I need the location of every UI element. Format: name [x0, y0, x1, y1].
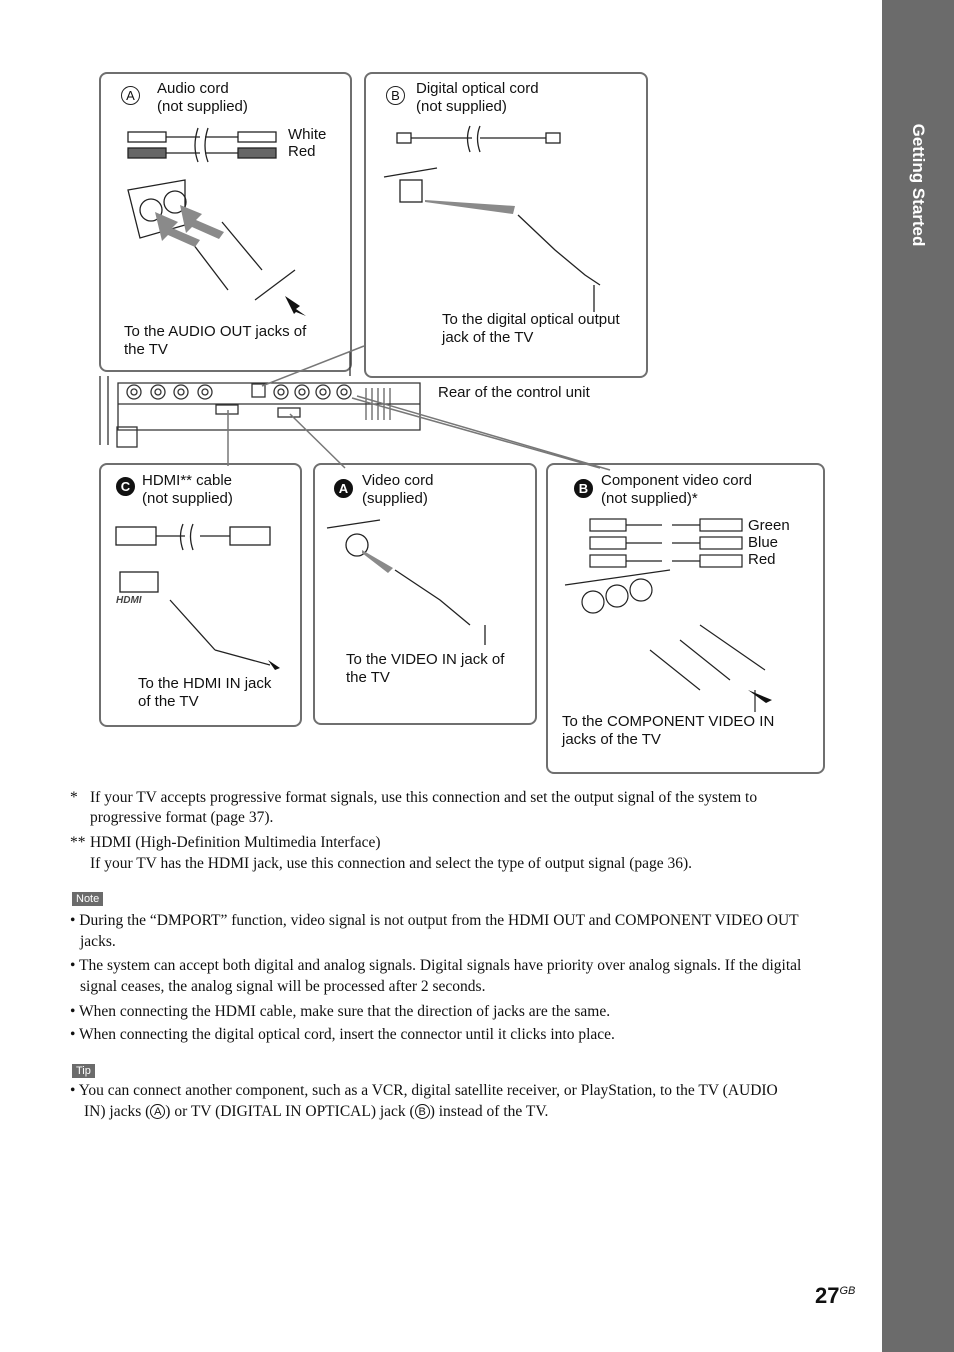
- badge-b: B: [386, 86, 405, 105]
- audio-color-red: Red: [288, 143, 316, 160]
- footnote-star-text-2: progressive format (page 37).: [90, 809, 274, 826]
- hdmi-caption: To the HDMI IN jack of the TV: [138, 675, 272, 710]
- video-cord-illustration: [326, 519, 486, 645]
- audio-caption: To the AUDIO OUT jacks of the TV: [124, 323, 307, 358]
- section-sidebar: [882, 0, 954, 1352]
- note-label: Note: [72, 892, 104, 906]
- footnote-dstar-mark: **: [70, 834, 86, 851]
- badge-a-solid: A: [334, 479, 353, 498]
- optical-caption: To the digital optical output jack of th…: [442, 311, 620, 346]
- hdmi-jack-text: HDMI: [116, 595, 142, 606]
- component-color-green: Green: [748, 517, 790, 534]
- note-item-2: • The system can accept both digital and…: [70, 957, 802, 974]
- hdmi-arrow: [268, 660, 280, 670]
- rear-label: Rear of the control unit: [438, 384, 590, 401]
- note-item-1-cont: jacks.: [80, 933, 116, 950]
- component-arrow: [748, 690, 772, 703]
- page-number-suffix: GB: [839, 1285, 856, 1297]
- tip-line-2-c: ) instead of the TV.: [429, 1103, 549, 1120]
- component-caption: To the COMPONENT VIDEO IN jacks of the T…: [562, 713, 775, 748]
- footnote-dstar-text: HDMI (High-Definition Multimedia Interfa…: [90, 834, 381, 851]
- optical-cord-illustration: [383, 125, 601, 312]
- audio-cord-title: Audio cord (not supplied): [157, 80, 248, 115]
- rear-jacks: [126, 383, 352, 400]
- tip-label: Tip: [72, 1064, 95, 1078]
- page-number: 27GB: [815, 1283, 855, 1309]
- tip-line-2: IN) jacks (A) or TV (DIGITAL IN OPTICAL)…: [84, 1101, 548, 1123]
- panel-component-video: [546, 463, 825, 774]
- panel-digital-optical: [364, 72, 648, 378]
- audio-cord-illustration: [127, 127, 296, 301]
- note-item-4: • When connecting the digital optical co…: [70, 1026, 615, 1043]
- optical-arrow: [425, 200, 515, 214]
- footnote-star-mark: *: [70, 789, 78, 806]
- audio-arrows: [155, 205, 224, 247]
- audio-out-arrow: [285, 296, 306, 316]
- component-color-blue: Blue: [748, 534, 779, 551]
- note-item-2-cont: signal ceases, the analog signal will be…: [80, 978, 486, 995]
- video-cord-title: Video cord (supplied): [362, 472, 434, 507]
- tip-line-2-a: IN) jacks (: [84, 1103, 151, 1120]
- inline-badge-a: A: [150, 1104, 166, 1119]
- tip-line-1: • You can connect another component, suc…: [70, 1082, 778, 1099]
- video-caption: To the VIDEO IN jack of the TV: [346, 651, 505, 686]
- leader-lines: [227, 345, 611, 471]
- component-cord-illustration: [564, 518, 766, 712]
- badge-a: A: [121, 86, 140, 105]
- panel-audio-cord: [99, 72, 352, 372]
- component-title: Component video cord (not supplied)*: [601, 472, 752, 507]
- control-unit-rear: [99, 352, 421, 448]
- inline-badge-b: B: [414, 1104, 430, 1119]
- tip-line-2-b: ) or TV (DIGITAL IN OPTICAL) jack (: [165, 1103, 415, 1120]
- panel-video-cord: [313, 463, 537, 725]
- optical-cord-title: Digital optical cord (not supplied): [416, 80, 539, 115]
- component-color-red: Red: [748, 551, 776, 568]
- connection-diagram: [99, 125, 772, 712]
- badge-c: C: [116, 477, 135, 496]
- note-item-3: • When connecting the HDMI cable, make s…: [70, 1003, 611, 1020]
- badge-b-solid: B: [574, 479, 593, 498]
- page-number-value: 27: [815, 1283, 840, 1308]
- video-arrow: [362, 550, 393, 573]
- audio-color-white: White: [288, 126, 327, 143]
- hdmi-title: HDMI** cable (not supplied): [142, 472, 233, 507]
- panel-hdmi: [99, 463, 302, 727]
- note-item-1: • During the “DMPORT” function, video si…: [70, 912, 799, 929]
- hdmi-cable-illustration: [115, 523, 271, 666]
- footnote-star-text: If your TV accepts progressive format si…: [90, 789, 758, 806]
- footnote-dstar-text-2: If your TV has the HDMI jack, use this c…: [90, 855, 693, 872]
